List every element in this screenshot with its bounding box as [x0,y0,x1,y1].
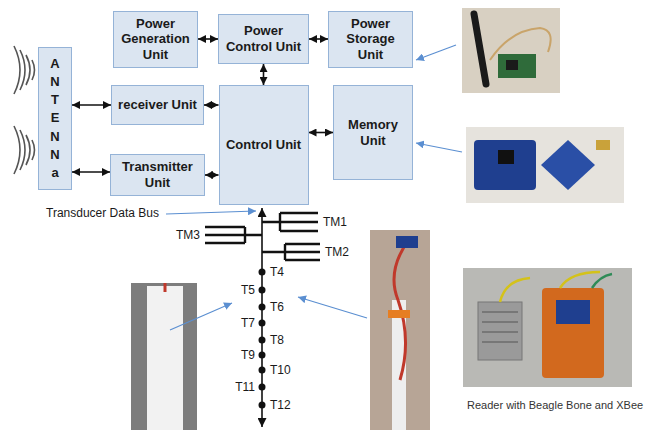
reader-photo [463,268,632,387]
tap-dot [259,304,266,311]
tap-dot [259,352,266,359]
wire [394,238,410,380]
probe-photo [131,283,197,430]
photo-caption: Reader with Beagle Bone and XBee [467,398,643,413]
antenna-rod [474,14,486,84]
bidirectional-arrow [198,38,218,40]
wire [164,283,167,292]
wave-arc [32,140,35,160]
circuit-board [396,236,418,248]
photo-ground [370,230,430,430]
connector [596,140,610,150]
unit-box: Power Generation Unit [113,11,198,68]
radio-waves [14,46,35,174]
xbee-photo [466,127,624,203]
wave-arc [14,126,20,174]
signal-label: T10 [270,363,291,378]
tap-dot [259,402,266,409]
leader-line [170,303,232,330]
antenna-photo [462,8,560,93]
wave-arc [14,46,20,94]
leader-line [416,143,462,152]
beaglebone-board [542,288,604,378]
tap-dot [259,337,266,344]
unit-name: receiver Unit [114,95,201,115]
wave-arc [26,55,30,85]
unit-name: Power Control Unit [219,21,308,56]
unit-box: Power Storage Unit [328,11,413,68]
circuit-board [474,140,536,190]
pipe [147,286,183,430]
chip [506,60,518,70]
unit-name: ANTENNa [49,55,62,182]
tap-dot [259,320,266,327]
signal-label: TM2 [325,245,349,260]
signal-label: T4 [270,265,284,280]
photo-ground [463,268,632,387]
sensor-symbol [262,244,320,260]
sensor-symbol [262,213,318,231]
photo-ground [131,283,197,430]
bidirectional-arrow [309,38,328,40]
wire [500,272,600,302]
unit-box: Memory Unit [333,85,413,180]
sensor-symbol [205,227,262,243]
unit-box: Control Unit [219,85,309,205]
bidirectional-arrow [72,171,110,173]
bidirectional-arrow [263,64,265,85]
unit-name: Power Generation Unit [114,14,197,65]
tap-dot [259,269,266,276]
tap-dot [259,367,266,374]
tap-dot [259,287,266,294]
photo-ground [462,8,560,93]
unit-name: Power Storage Unit [329,14,412,65]
unit-name: Transmitter Unit [111,157,204,192]
unit-name: Memory Unit [334,115,412,150]
unit-box: Transmitter Unit [110,154,205,196]
leader-line [166,211,256,214]
cable-photo [370,230,430,430]
signal-label: TM1 [323,215,347,230]
signal-label: Transducer Data Bus [46,206,159,221]
bidirectional-arrow [205,174,219,176]
unit-box: receiver Unit [111,85,204,125]
circuit-board [541,140,595,190]
bus-taps [259,269,266,409]
unit-box: Power Control Unit [218,14,309,64]
leader-lines [166,45,462,330]
antenna-box: ANTENNa [38,47,72,190]
leader-line [416,45,456,60]
signal-label: T9 [241,348,255,363]
bidirectional-arrow [72,104,111,106]
leader-line [298,297,367,318]
signal-label: T11 [235,380,255,395]
signal-label: TM3 [176,228,200,243]
wire-tie [388,310,410,318]
signal-label: T12 [270,398,291,413]
signal-label: T8 [270,333,284,348]
heatsink-fins [482,312,518,342]
data-bus [261,208,263,427]
xbee-module [556,300,590,324]
wire [592,274,612,288]
signal-label: T7 [241,316,255,331]
photo-ground [466,127,624,203]
signal-label: T6 [270,300,284,315]
bidirectional-arrow [204,104,219,106]
chip [498,150,514,164]
wave-arc [26,135,30,165]
unit-name: Control Unit [222,135,305,155]
signal-label: T5 [241,283,255,298]
power-module [478,302,522,360]
bidirectional-arrow [309,132,334,134]
tap-dot [259,384,266,391]
sensor-symbols [205,213,320,260]
wave-arc [32,60,35,80]
circuit-board [498,54,536,78]
